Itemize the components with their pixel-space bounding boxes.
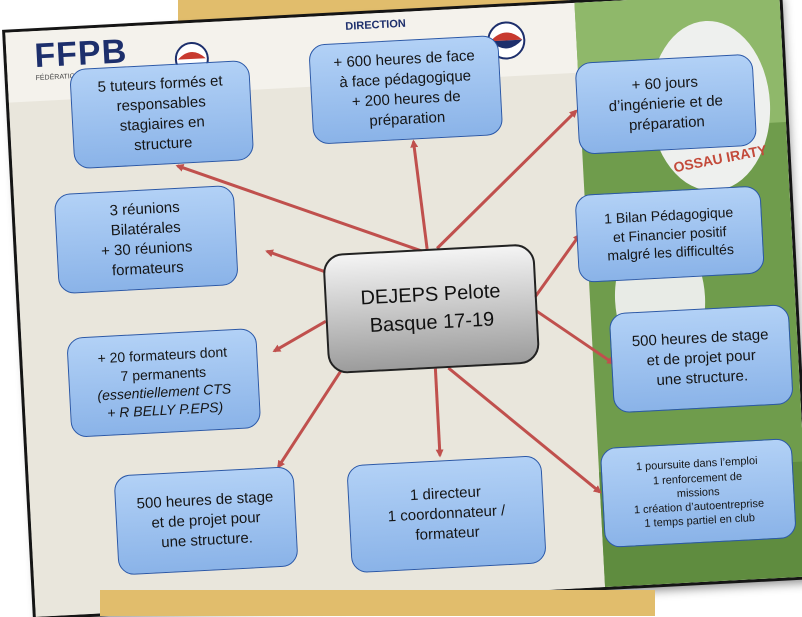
- center-node: DEJEPS Pelote Basque 17-19: [322, 243, 541, 375]
- arrows: [175, 109, 616, 494]
- arrow-jours: [436, 109, 578, 250]
- node-reunions: 3 réunions Bilatérales + 30 réunions for…: [53, 184, 239, 295]
- arrow-formateurs: [272, 320, 327, 353]
- arrow-stage-left: [277, 359, 350, 469]
- node-stage-left: 500 heures de stage et de projet pour un…: [113, 466, 299, 576]
- node-line: préparation: [628, 113, 706, 135]
- arrow-tuteurs: [175, 164, 423, 253]
- node-jours: + 60 jours d’ingénierie et de préparatio…: [574, 53, 758, 155]
- node-line: formateurs: [111, 258, 185, 280]
- arrow-poursuite: [447, 366, 602, 494]
- node-line: structure: [133, 133, 193, 154]
- node-directeur: 1 directeur 1 coordonnateur / formateur: [346, 455, 547, 574]
- arrow-directeur: [433, 368, 444, 458]
- center-line: Basque 17-19: [369, 308, 495, 337]
- node-stage-right: 500 heures de stage et de projet pour un…: [608, 304, 794, 414]
- node-line: une structure.: [656, 367, 749, 389]
- slide: FFPB FÉDÉRATION DIRECTION OSSAU IRATY DE…: [5, 0, 802, 617]
- node-line: stagiaires en: [119, 113, 206, 135]
- arrow-bilan: [533, 233, 581, 299]
- arrow-stage-right: [534, 309, 616, 365]
- tape-bottom: [100, 590, 655, 616]
- node-line: une structure.: [160, 529, 254, 552]
- node-tuteurs: 5 tuteurs formés et responsables stagiai…: [69, 59, 255, 170]
- node-line: formateur: [415, 523, 481, 544]
- node-bilan: 1 Bilan Pédagogique et Financier positif…: [574, 185, 765, 283]
- node-line: préparation: [368, 108, 446, 130]
- node-formateurs: + 20 formateurs dont 7 permanents (essen…: [66, 327, 262, 438]
- arrow-heures-face: [410, 139, 429, 250]
- node-poursuite: 1 poursuite dans l’emploi 1 renforcement…: [599, 438, 797, 548]
- node-heures-face: + 600 heures de face à face pédagogique …: [308, 34, 504, 145]
